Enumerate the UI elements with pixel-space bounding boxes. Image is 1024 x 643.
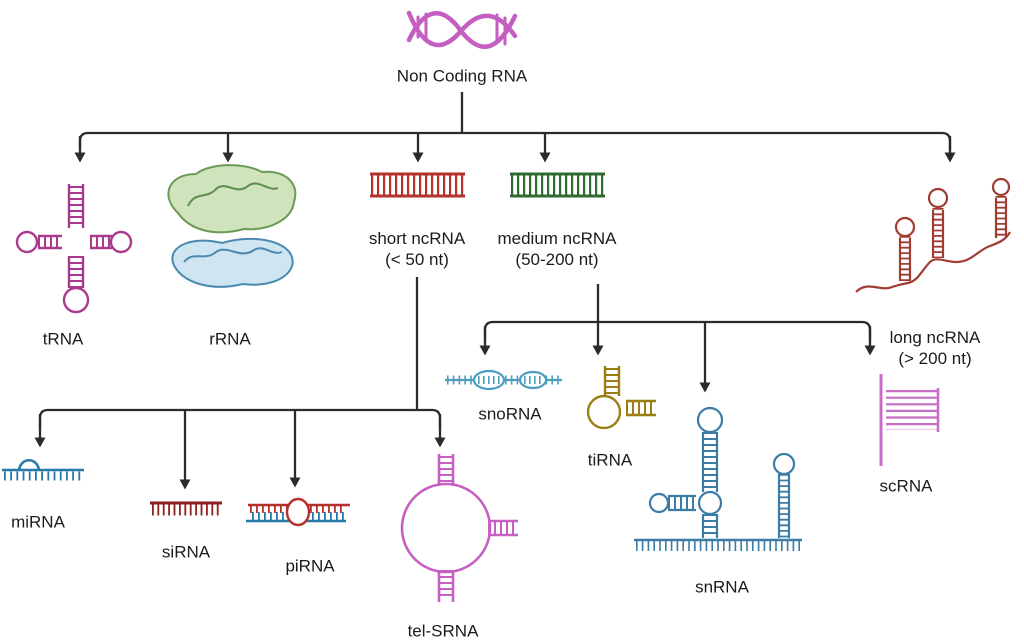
snorna-label: snoRNA: [478, 404, 542, 424]
short-ncrna-icon: [370, 172, 465, 198]
scrna-label: scRNA: [879, 476, 933, 496]
trna-icon: [15, 184, 133, 314]
snrna-icon: [634, 406, 802, 551]
dna-helix-icon: [406, 10, 518, 49]
sirna-icon: [150, 501, 222, 516]
tirna-icon: [586, 366, 656, 430]
short-ncrna-label-line2: (< 50 nt): [385, 250, 449, 269]
medium-ncrna-label-line2: (50-200 nt): [515, 250, 599, 269]
tirna-label: tiRNA: [587, 450, 633, 470]
long-ncrna-label-line1: long ncRNA: [889, 327, 981, 347]
rrna-label: rRNA: [209, 329, 251, 349]
snrna-label: snRNA: [695, 577, 749, 597]
mirna-icon: [2, 458, 84, 481]
root-label: Non Coding RNA: [396, 66, 528, 86]
medium-ncrna-label: medium ncRNA (50-200 nt): [497, 228, 616, 271]
medium-ncrna-label-line1: medium ncRNA: [497, 228, 617, 248]
medium-ncrna-icon: [510, 172, 605, 198]
long-ncrna-label: long ncRNA (> 200 nt): [890, 327, 981, 370]
rrna-icon: [167, 164, 297, 288]
short-ncrna-label-line1: short ncRNA: [368, 228, 466, 248]
tel-srna-label: tel-SRNA: [407, 621, 479, 641]
scrna-icon: [879, 374, 940, 466]
pirna-icon: [246, 497, 350, 527]
long-ncrna-icon: [855, 177, 1011, 293]
rrna-large-subunit: [167, 164, 297, 234]
sirna-label: siRNA: [161, 542, 211, 562]
level1-branch-line: [78, 131, 952, 150]
pirna-label: piRNA: [285, 556, 335, 576]
long-ncrna-label-line2: (> 200 nt): [898, 349, 972, 368]
rrna-small-subunit: [171, 237, 294, 288]
trna-label: tRNA: [42, 329, 84, 349]
tel-srna-icon: [400, 454, 518, 602]
connector-lines: [34, 92, 956, 490]
short-branch-line: [38, 408, 442, 430]
short-ncrna-label: short ncRNA (< 50 nt): [369, 228, 465, 271]
mirna-label: miRNA: [11, 512, 65, 532]
medium-branch-line: [483, 320, 872, 340]
snorna-icon: [445, 369, 562, 391]
